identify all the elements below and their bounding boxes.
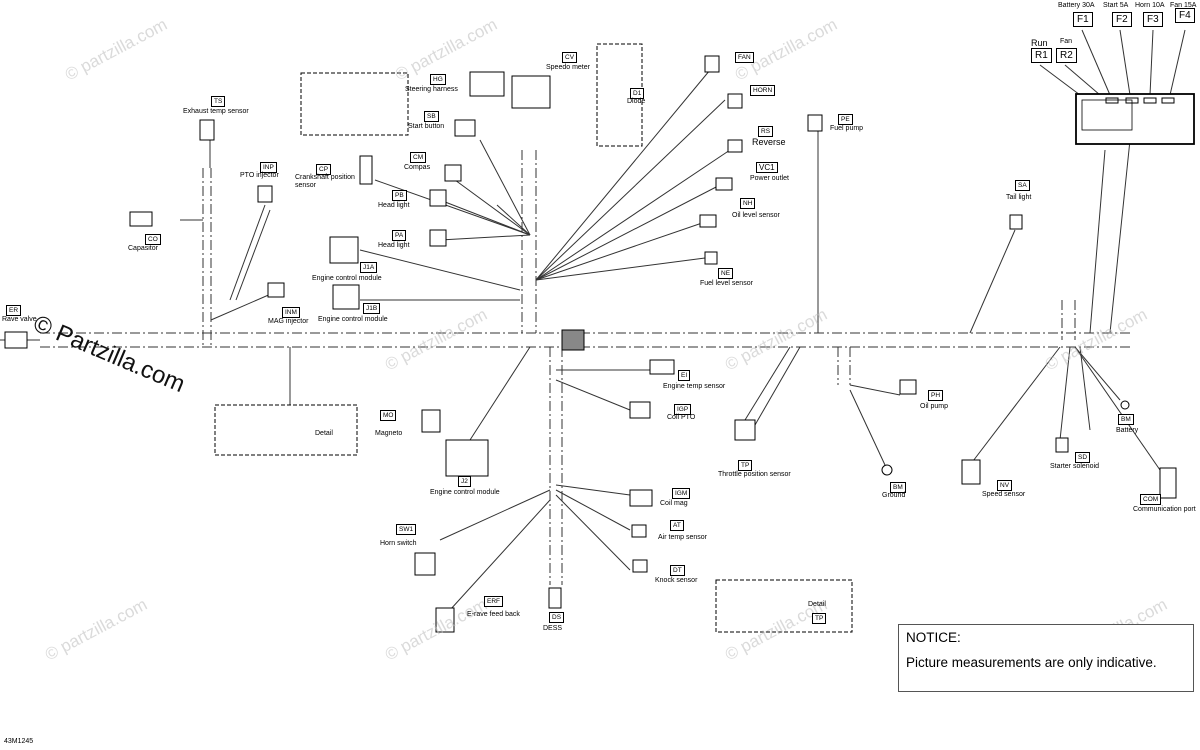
label-igm: Coil mag: [660, 500, 688, 507]
code-j2: J2: [458, 476, 471, 487]
label-j1a: Engine control module: [312, 275, 382, 282]
label-vc1: Power outlet: [750, 175, 789, 182]
label-ts: Exhaust temp sensor: [183, 108, 249, 115]
code-sd: SD: [1075, 452, 1091, 463]
label-inp: PTO injector: [240, 172, 279, 179]
label-sa: Tail light: [1006, 194, 1032, 201]
label-pe: Fuel pump: [830, 125, 864, 132]
notice-title: NOTICE:: [906, 630, 961, 645]
code-com: COM: [1140, 494, 1162, 505]
code-tp: TP: [738, 460, 753, 471]
label-nv: Speed sensor: [982, 491, 1026, 498]
label-pa: Head light: [378, 242, 410, 249]
label-cp: Crankshaft position sensor: [295, 174, 355, 189]
fuse-label: Start 5A: [1103, 2, 1129, 9]
code-d1: D1: [630, 88, 645, 99]
detail-label: Detail: [315, 430, 333, 437]
relay-label: Run: [1031, 38, 1048, 48]
code-nh: NH: [740, 198, 756, 209]
fuse-label: Battery 30A: [1058, 2, 1095, 9]
code-horn: HORN: [750, 85, 776, 96]
label-ne: Fuel level sensor: [700, 280, 753, 287]
code-co: CO: [145, 234, 161, 245]
fuse-code: F1: [1073, 12, 1093, 27]
code-bm: BM: [890, 482, 906, 493]
label-pb: Head light: [378, 202, 410, 209]
code-j1a: J1A: [360, 262, 378, 273]
code-sa: SA: [1015, 180, 1030, 191]
label-er: Rave valve: [2, 316, 37, 323]
label-cv: Speedo meter: [546, 64, 590, 71]
code-fan: FAN: [735, 52, 754, 63]
fuse-code: F3: [1143, 12, 1163, 27]
code-nv: NV: [997, 480, 1013, 491]
label-sw1: Horn switch: [380, 540, 417, 547]
code-ds: DS: [549, 612, 565, 623]
code-igm: IGM: [672, 488, 691, 499]
label-dt: Knock sensor: [655, 577, 698, 584]
label-j1b: Engine control module: [318, 316, 388, 323]
label-erf: E-rave feed back: [467, 611, 520, 618]
notice-box: NOTICE: Picture measurements are only in…: [898, 624, 1194, 692]
label-mo: Magneto: [375, 430, 403, 437]
fuse-code: F4: [1175, 8, 1195, 23]
code-at: AT: [670, 520, 684, 531]
relay-code: R1: [1031, 48, 1052, 63]
label-bm: Ground: [882, 492, 906, 499]
label-igp: Coil PTO: [667, 414, 696, 421]
label-rs: Reverse: [752, 137, 786, 147]
relay-code: R2: [1056, 48, 1077, 63]
label-cm: Compas: [404, 164, 431, 171]
label-sd: Starter solenoid: [1050, 463, 1100, 470]
code-cp: CP: [316, 164, 332, 175]
detail-label: Detail: [808, 601, 826, 608]
code-mo: MO: [380, 410, 397, 421]
label-at: Air temp sensor: [658, 534, 708, 541]
code-inp: INP: [260, 162, 277, 173]
code-rs: RS: [758, 126, 774, 137]
label-ds: DESS: [543, 625, 563, 632]
label-sb: Start button: [408, 123, 445, 130]
code-bm2: BM: [1118, 414, 1134, 425]
label-ei: Engine temp sensor: [663, 383, 726, 390]
code-cv: CV: [562, 52, 578, 63]
code-ei: EI: [678, 370, 691, 381]
code-hg: HG: [430, 74, 446, 85]
code-igp: IGP: [674, 404, 692, 415]
label-com: Communication port: [1133, 506, 1196, 513]
label-tp: Throttle position sensor: [718, 471, 791, 478]
notice-text: Picture measurements are only indicative…: [906, 655, 1157, 670]
label-battery: Battery: [1116, 427, 1139, 434]
code-ph: PH: [928, 390, 944, 401]
fuse-label: Fan 15A: [1170, 2, 1197, 9]
code-erf: ERF: [484, 596, 503, 607]
code-dt: DT: [670, 565, 685, 576]
code-er: ER: [6, 305, 22, 316]
label-nh: Oil level sensor: [732, 212, 780, 219]
code-inm: INM: [282, 307, 300, 318]
detail-code: TP: [812, 613, 827, 624]
label-j2: Engine control module: [430, 489, 500, 496]
code-sb: SB: [424, 111, 439, 122]
code-pe: PE: [838, 114, 853, 125]
label-hg: Steering harness: [405, 86, 458, 93]
code-sw1: SW1: [396, 524, 417, 535]
code-vc1: VC1: [756, 162, 778, 173]
label-inm: MAG injector: [268, 318, 309, 325]
fuse-label: Horn 10A: [1135, 2, 1165, 9]
code-j1b: J1B: [363, 303, 381, 314]
fuse-code: F2: [1112, 12, 1132, 27]
code-ts: TS: [211, 96, 226, 107]
code-ne: NE: [718, 268, 734, 279]
label-co: Capasitor: [128, 245, 158, 252]
code-cm: CM: [410, 152, 427, 163]
code-pb: PB: [392, 190, 407, 201]
relay-label: Fan: [1060, 38, 1073, 45]
label-d1: Diode: [627, 98, 646, 105]
reference-number: 43M1245: [4, 738, 34, 745]
code-pa: PA: [392, 230, 407, 241]
label-ph: Oil pump: [920, 403, 949, 410]
